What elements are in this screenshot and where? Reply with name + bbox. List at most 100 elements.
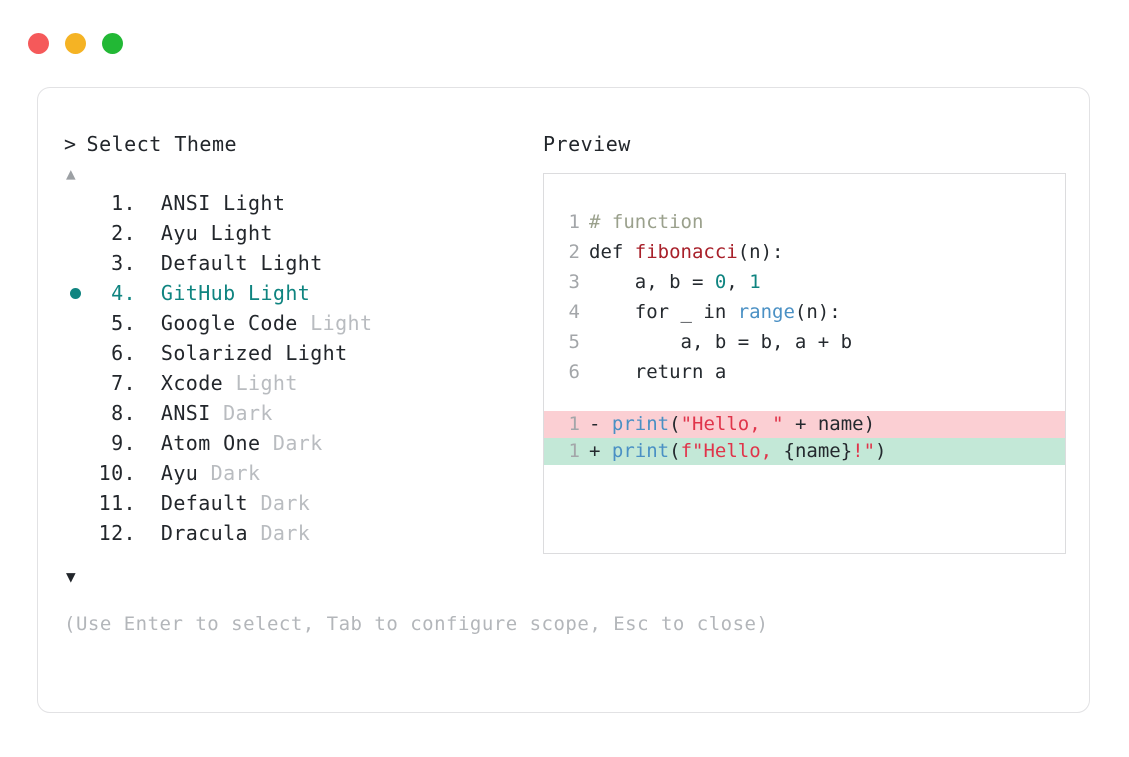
theme-item-name: Ayu <box>160 221 199 245</box>
theme-item-index: 9. <box>111 431 136 455</box>
theme-item-variant: Light <box>248 281 311 305</box>
diff-line-number: 1 <box>568 413 580 435</box>
code-token: range <box>737 301 795 323</box>
theme-item-variant: Light <box>260 251 323 275</box>
diff-sign: - <box>589 413 601 435</box>
diff-line-removed: 1- print("Hello, " + name) <box>544 411 1065 438</box>
theme-item-variant: Light <box>223 191 286 215</box>
theme-item-index: 10. <box>98 461 136 485</box>
theme-item-index: 2. <box>111 221 136 245</box>
theme-list-item[interactable]: 2. Ayu Light <box>64 221 534 251</box>
code-token: for _ in <box>589 301 738 323</box>
code-token: return a <box>589 361 727 383</box>
page-title: Select Theme <box>86 132 238 156</box>
theme-list-item[interactable]: 8. ANSI Dark <box>64 401 534 431</box>
theme-item-name: Ayu <box>160 461 199 485</box>
diff-token: + name) <box>783 413 876 435</box>
diff-token: "Hello, " <box>680 413 784 435</box>
theme-item-variant: Light <box>235 371 298 395</box>
theme-item-name: Default <box>160 251 248 275</box>
keyboard-hint: (Use Enter to select, Tab to configure s… <box>64 613 769 635</box>
theme-list-item[interactable]: 11. Default Dark <box>64 491 534 521</box>
theme-list-item[interactable]: 1. ANSI Light <box>64 191 534 221</box>
theme-item-index: 4. <box>111 281 136 305</box>
theme-item-name: Dracula <box>160 521 248 545</box>
theme-item-index: 11. <box>98 491 136 515</box>
theme-item-index: 12. <box>98 521 136 545</box>
code-token: (n): <box>794 301 841 323</box>
code-line: 4 for _ in range(n): <box>564 297 1065 327</box>
code-diff-sample: 1- print("Hello, " + name)1+ print(f"Hel… <box>544 411 1065 465</box>
theme-item-index: 5. <box>111 311 136 335</box>
theme-item-variant: Light <box>210 221 273 245</box>
theme-list-item[interactable]: 12. Dracula Dark <box>64 521 534 551</box>
theme-item-index: 6. <box>111 341 136 365</box>
code-line: 6 return a <box>564 357 1065 387</box>
code-token: # function <box>589 211 704 233</box>
code-line: 5 a, b = b, a + b <box>564 327 1065 357</box>
preview-title: Preview <box>543 132 631 156</box>
select-theme-heading: > Select Theme <box>64 133 534 155</box>
window-traffic-lights <box>28 33 123 54</box>
code-line: 3 a, b = 0, 1 <box>564 267 1065 297</box>
theme-item-variant: Dark <box>272 431 323 455</box>
theme-item-name: Google Code <box>160 311 298 335</box>
code-line: 1 # function <box>564 207 1065 237</box>
code-token: , <box>726 271 750 293</box>
diff-token: ( <box>669 440 681 462</box>
theme-item-variant: Light <box>285 341 348 365</box>
theme-item-variant: Dark <box>210 461 261 485</box>
diff-line-added: 1+ print(f"Hello, {name}!") <box>544 438 1065 465</box>
theme-list-item[interactable]: 4. GitHub Light <box>64 281 534 311</box>
theme-item-variant: Dark <box>223 401 273 425</box>
diff-line-number: 1 <box>568 440 580 462</box>
theme-list-item[interactable]: 9. Atom One Dark <box>64 431 534 461</box>
line-number: 3 <box>568 271 580 293</box>
diff-token: f"Hello, <box>680 440 784 462</box>
theme-list-item[interactable]: 7. Xcode Light <box>64 371 534 401</box>
theme-list-item[interactable]: 5. Google Code Light <box>64 311 534 341</box>
code-token: fibonacci <box>634 241 738 263</box>
line-number: 5 <box>568 331 580 353</box>
scroll-up-icon[interactable]: ▲ <box>66 164 76 183</box>
diff-token: ) <box>875 440 887 462</box>
code-token: a, b = b, a + b <box>589 331 853 353</box>
theme-list-item[interactable]: 3. Default Light <box>64 251 534 281</box>
diff-token: print <box>611 440 670 462</box>
line-number: 1 <box>568 211 580 233</box>
diff-token: ( <box>669 413 681 435</box>
theme-item-name: ANSI <box>160 191 211 215</box>
code-token: (n): <box>737 241 784 263</box>
maximize-dot[interactable] <box>102 33 123 54</box>
minimize-dot[interactable] <box>65 33 86 54</box>
theme-list-item[interactable]: 10. Ayu Dark <box>64 461 534 491</box>
prompt-caret-icon: > <box>64 132 77 156</box>
theme-item-index: 8. <box>111 401 136 425</box>
code-token: a, b = <box>589 271 715 293</box>
theme-item-name: Atom One <box>160 431 261 455</box>
close-dot[interactable] <box>28 33 49 54</box>
theme-item-index: 1. <box>111 191 136 215</box>
theme-item-name: Solarized <box>160 341 273 365</box>
theme-item-index: 7. <box>111 371 136 395</box>
code-token: def <box>589 241 635 263</box>
diff-token: {name} <box>783 440 853 462</box>
code-token: 1 <box>749 271 761 293</box>
line-number: 6 <box>568 361 580 383</box>
diff-sign: + <box>589 440 601 462</box>
theme-list-item[interactable]: 6. Solarized Light <box>64 341 534 371</box>
scroll-down-icon[interactable]: ▼ <box>66 567 76 586</box>
theme-item-index: 3. <box>111 251 136 275</box>
theme-item-variant: Dark <box>260 491 311 515</box>
diff-token: print <box>611 413 670 435</box>
theme-item-variant: Light <box>310 311 373 335</box>
code-line: 2 def fibonacci(n): <box>564 237 1065 267</box>
line-number: 2 <box>568 241 580 263</box>
theme-item-name: Xcode <box>160 371 224 395</box>
code-token: 0 <box>714 271 727 293</box>
